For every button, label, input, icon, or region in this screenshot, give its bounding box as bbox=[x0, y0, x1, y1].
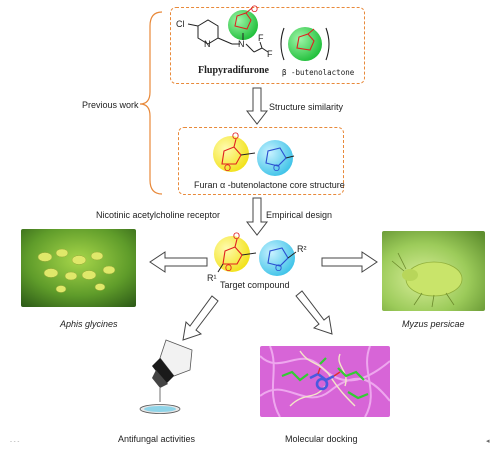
corner-arrow-mark: ◂ bbox=[486, 438, 490, 445]
flupyradifurone-structure bbox=[187, 7, 269, 53]
structure-similarity-label: Structure similarity bbox=[269, 102, 344, 112]
molecular-docking-label: Molecular docking bbox=[285, 434, 358, 444]
arrow-to-myzus bbox=[321, 251, 378, 273]
antifungal-illustration bbox=[130, 336, 210, 420]
beta-butenolactone-structure bbox=[280, 27, 330, 61]
atom-n-chain: N bbox=[238, 39, 245, 49]
arrow-to-aphis bbox=[149, 251, 208, 273]
nicotinic-receptor-label: Nicotinic acetylcholine receptor bbox=[96, 210, 221, 220]
atom-f1: F bbox=[258, 33, 264, 43]
arrow-empirical-design bbox=[245, 197, 269, 236]
empirical-design-label: Empirical design bbox=[266, 210, 333, 220]
core-atom-o2: O bbox=[224, 163, 232, 173]
arrow-to-docking bbox=[295, 290, 333, 335]
arrow-structure-similarity bbox=[245, 87, 269, 125]
atom-o: O bbox=[251, 4, 259, 14]
previous-work-label: Previous work bbox=[82, 100, 139, 110]
corner-mark: - - - bbox=[10, 439, 19, 445]
myzus-persicae-photo bbox=[382, 231, 485, 311]
molecular-docking-image bbox=[260, 346, 390, 417]
target-compound-caption: Target compound bbox=[220, 280, 290, 290]
previous-structure-box bbox=[170, 7, 365, 84]
beta-butenolactone-label: β -butenolactone bbox=[282, 68, 355, 77]
flupyradifurone-label: Flupyradifurone bbox=[198, 65, 269, 76]
atom-n-ring: N bbox=[204, 39, 211, 49]
core-structure-caption: Furan α -butenolactone core structure bbox=[194, 180, 345, 190]
core-structure-box bbox=[178, 127, 344, 195]
aphis-glycines-label: Aphis glycines bbox=[60, 319, 118, 329]
core-structure-drawing bbox=[213, 136, 295, 176]
arrow-to-antifungal bbox=[182, 295, 219, 341]
target-compound-drawing bbox=[214, 236, 297, 276]
aphis-glycines-photo bbox=[21, 229, 136, 307]
atom-cl: Cl bbox=[176, 19, 185, 29]
atom-f2: F bbox=[267, 49, 273, 59]
core-atom-o1: O bbox=[232, 131, 240, 141]
target-atom-o2: O bbox=[225, 263, 233, 273]
target-atom-o1: O bbox=[233, 231, 241, 241]
myzus-persicae-label: Myzus persicae bbox=[402, 319, 465, 329]
target-r2-label: R² bbox=[297, 244, 307, 254]
core-atom-o3: O bbox=[273, 163, 281, 173]
target-atom-o3: O bbox=[275, 263, 283, 273]
previous-work-brace bbox=[139, 11, 163, 195]
target-r1-label: R¹ bbox=[207, 273, 217, 283]
antifungal-activities-label: Antifungal activities bbox=[118, 434, 196, 444]
